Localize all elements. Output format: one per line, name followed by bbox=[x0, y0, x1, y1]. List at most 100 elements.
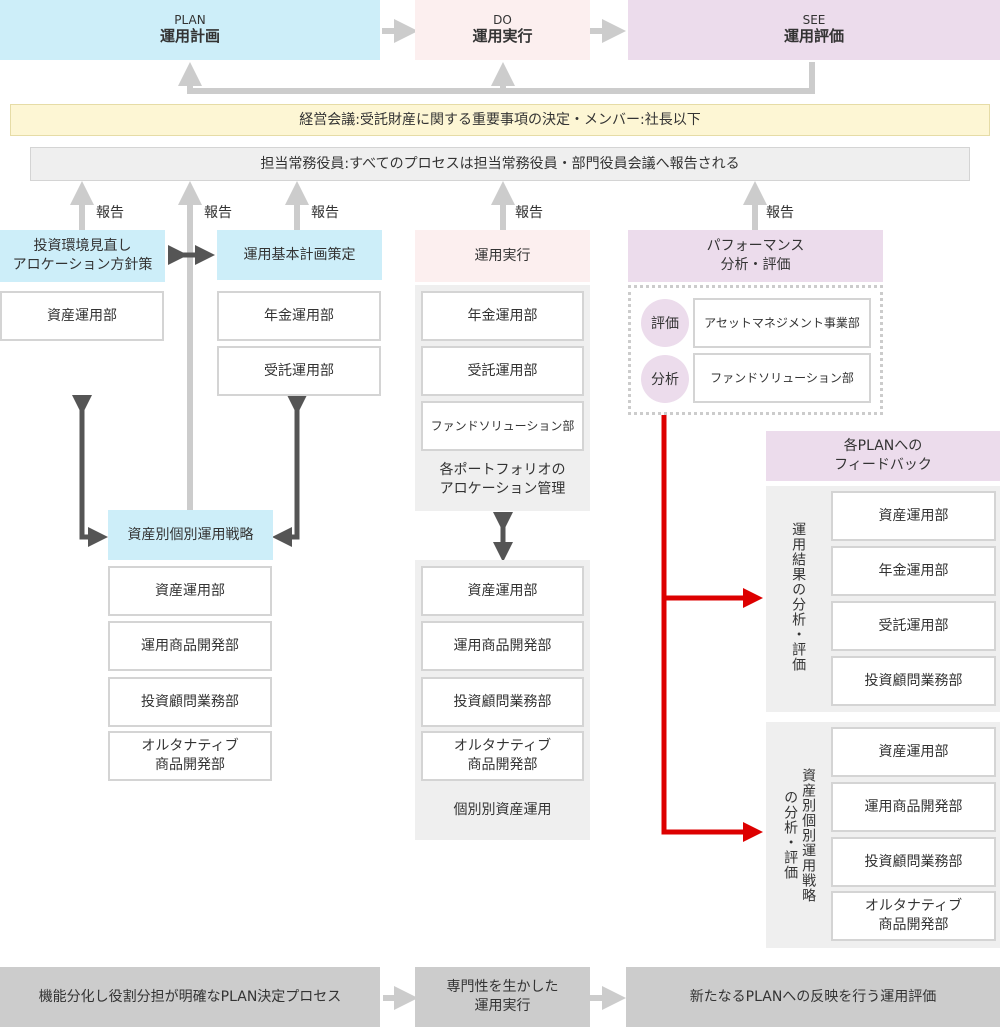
dept-label: 運用商品開発部 bbox=[864, 798, 963, 815]
dept-label: 運用商品開発部 bbox=[141, 637, 239, 654]
basic-plan-box: 運用基本計画策定 bbox=[217, 230, 382, 280]
analysis-dept: ファンドソリューション部 bbox=[693, 353, 871, 403]
eval-circle: 評価 bbox=[641, 299, 689, 347]
dept-label: 年金運用部 bbox=[264, 307, 334, 324]
dept-label: 受託運用部 bbox=[467, 362, 538, 379]
footer-plan: 機能分化し役割分担が明確なPLAN決定プロセス bbox=[0, 967, 380, 1027]
investment-env-label: 投資環境見直し アロケーション方針策 bbox=[12, 238, 153, 273]
do-dept: 年金運用部 bbox=[421, 291, 584, 341]
dept-label: オルタナティブ 商品開発部 bbox=[864, 898, 963, 933]
footer-do-text: 専門性を生かした 運用実行 bbox=[446, 979, 559, 1014]
report-label: 報告 bbox=[311, 205, 339, 221]
header-do-sub: DO bbox=[493, 13, 512, 28]
dept-label: 年金運用部 bbox=[467, 307, 538, 324]
double-arrow-env-strategy bbox=[72, 395, 108, 547]
dept-label: 資産運用部 bbox=[878, 507, 949, 524]
results-dept: 年金運用部 bbox=[831, 546, 996, 596]
double-arrow-basic-strategy bbox=[272, 395, 307, 547]
header-plan-title: 運用計画 bbox=[159, 27, 220, 46]
report-label: 報告 bbox=[515, 205, 543, 221]
strategy-dept: 投資顧問業務部 bbox=[831, 837, 996, 887]
dept-label: 資産運用部 bbox=[878, 743, 949, 760]
asset-strategy-box: 資産別個別運用戦略 bbox=[108, 510, 273, 560]
management-meeting-bar: 経営会議:受託財産に関する重要事項の決定・メンバー:社長以下 bbox=[10, 104, 990, 136]
dept-label: 資産運用部 bbox=[155, 582, 225, 599]
dept-label: ファンドソリューション部 bbox=[430, 418, 575, 433]
dept-label: 運用商品開発部 bbox=[453, 637, 552, 654]
feedback-box: 各PLANへの フィードバック bbox=[766, 431, 1000, 481]
results-dept: 資産運用部 bbox=[831, 491, 996, 541]
report-label: 報告 bbox=[204, 205, 232, 221]
strategy-dept: オルタナティブ 商品開発部 bbox=[831, 891, 996, 941]
asset-strategy-dept: 運用商品開発部 bbox=[108, 621, 272, 671]
portfolio-caption: 各ポートフォリオの アロケーション管理 bbox=[415, 458, 590, 502]
header-plan-sub: PLAN bbox=[174, 13, 206, 28]
report-label: 報告 bbox=[96, 205, 124, 221]
dept-label: 年金運用部 bbox=[878, 562, 949, 579]
header-see-title: 運用評価 bbox=[783, 27, 844, 46]
asset-strategy-dept: オルタナティブ 商品開発部 bbox=[108, 731, 272, 781]
evaluation-group bbox=[628, 285, 883, 415]
dept-label: 資産運用部 bbox=[47, 307, 117, 324]
analysis-label: 分析 bbox=[651, 372, 679, 388]
dept-label: 投資顧問業務部 bbox=[141, 693, 239, 710]
asset-caption-text: 個別別資産運用 bbox=[453, 801, 552, 818]
basic-plan-dept: 受託運用部 bbox=[217, 346, 381, 396]
strategy-dept: 資産運用部 bbox=[831, 727, 996, 777]
strategy-dept: 運用商品開発部 bbox=[831, 782, 996, 832]
header-plan: PLAN 運用計画 bbox=[0, 0, 380, 60]
strategy-group-label: 資産別個別運用戦略 bbox=[800, 768, 817, 903]
portfolio-caption-text: 各ポートフォリオの アロケーション管理 bbox=[439, 462, 566, 497]
header-see: SEE 運用評価 bbox=[628, 0, 1000, 60]
footer-plan-text: 機能分化し役割分担が明確なPLAN決定プロセス bbox=[38, 988, 342, 1005]
asset-strategy-dept: 投資顧問業務部 bbox=[108, 677, 272, 727]
header-do: DO 運用実行 bbox=[415, 0, 590, 60]
dept-label: アセットマネジメント事業部 bbox=[704, 315, 860, 330]
results-dept: 受託運用部 bbox=[831, 601, 996, 651]
footer-do: 専門性を生かした 運用実行 bbox=[415, 967, 590, 1027]
dept-label: オルタナティブ 商品開発部 bbox=[453, 738, 552, 773]
footer-see: 新たなるPLANへの反映を行う運用評価 bbox=[626, 967, 1000, 1027]
execution-box: 運用実行 bbox=[415, 230, 590, 282]
dept-label: 投資顧問業務部 bbox=[453, 693, 552, 710]
basic-plan-dept: 年金運用部 bbox=[217, 291, 381, 341]
header-see-sub: SEE bbox=[802, 13, 826, 28]
performance-box: パフォーマンス 分析・評価 bbox=[628, 230, 883, 282]
dept-label: 資産運用部 bbox=[467, 582, 538, 599]
execution-label: 運用実行 bbox=[474, 247, 531, 264]
management-meeting-text: 経営会議:受託財産に関する重要事項の決定・メンバー:社長以下 bbox=[299, 111, 701, 128]
asset-strategy-label: 資産別個別運用戦略 bbox=[127, 526, 254, 543]
red-arrow-strategy-feedback bbox=[661, 415, 763, 842]
do-asset-dept: 投資顧問業務部 bbox=[421, 677, 584, 727]
investment-env-box: 投資環境見直し アロケーション方針策 bbox=[0, 230, 165, 282]
results-dept: 投資顧問業務部 bbox=[831, 656, 996, 706]
results-group-label: 運用結果の分析・評価 bbox=[790, 522, 807, 672]
asset-strategy-dept: 資産運用部 bbox=[108, 566, 272, 616]
dept-label: 受託運用部 bbox=[264, 362, 334, 379]
dept-label: 投資顧問業務部 bbox=[864, 672, 963, 689]
basic-plan-label: 運用基本計画策定 bbox=[243, 246, 356, 263]
dept-label: オルタナティブ 商品開発部 bbox=[141, 738, 239, 773]
do-dept: ファンドソリューション部 bbox=[421, 401, 584, 451]
do-asset-dept: オルタナティブ 商品開発部 bbox=[421, 731, 584, 781]
eval-dept: アセットマネジメント事業部 bbox=[693, 298, 871, 348]
asset-caption: 個別別資産運用 bbox=[415, 790, 590, 830]
footer-see-text: 新たなるPLANへの反映を行う運用評価 bbox=[689, 988, 937, 1005]
dept-label: ファンドソリューション部 bbox=[710, 370, 854, 385]
strategy-group-label: の分析・評価 bbox=[782, 790, 799, 880]
investment-env-dept: 資産運用部 bbox=[0, 291, 164, 341]
report-label: 報告 bbox=[766, 205, 794, 221]
feedback-label: 各PLANへの フィードバック bbox=[834, 438, 932, 473]
analysis-circle: 分析 bbox=[641, 355, 689, 403]
dept-label: 受託運用部 bbox=[878, 617, 949, 634]
do-dept: 受託運用部 bbox=[421, 346, 584, 396]
executive-bar: 担当常務役員:すべてのプロセスは担当常務役員・部門役員会議へ報告される bbox=[30, 147, 970, 181]
executive-text: 担当常務役員:すべてのプロセスは担当常務役員・部門役員会議へ報告される bbox=[260, 155, 740, 172]
eval-label: 評価 bbox=[651, 316, 679, 332]
do-asset-dept: 運用商品開発部 bbox=[421, 621, 584, 671]
performance-label: パフォーマンス 分析・評価 bbox=[706, 238, 805, 273]
see-feedback-loop bbox=[178, 62, 815, 94]
dept-label: 投資顧問業務部 bbox=[864, 853, 963, 870]
do-asset-dept: 資産運用部 bbox=[421, 566, 584, 616]
header-do-title: 運用実行 bbox=[472, 27, 533, 46]
